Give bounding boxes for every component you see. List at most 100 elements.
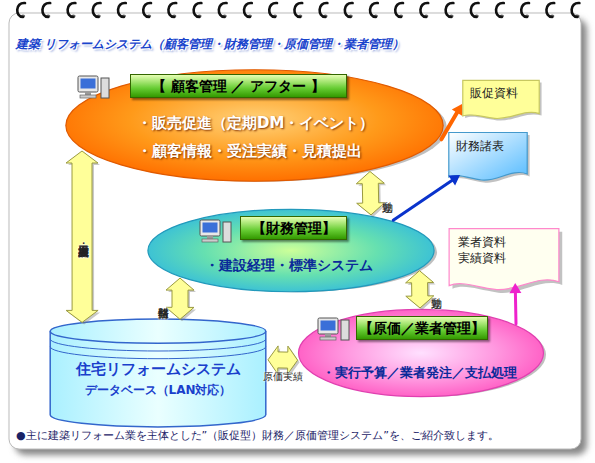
ring-wire (244, 3, 252, 17)
node-text: ・販売促進（定期DM・イベント） (137, 114, 374, 133)
arrow-shadow (358, 174, 386, 217)
heading-label: 【財務管理】 (240, 216, 347, 240)
computer-icon (318, 318, 349, 340)
ring-wire (17, 3, 25, 17)
ring-wire (471, 3, 479, 17)
document-body (449, 229, 559, 290)
ring-wire (521, 3, 529, 17)
screen (321, 321, 336, 331)
monitor-stand (85, 92, 91, 95)
node-text: ・顧客情報・受注実績・見積提出 (137, 142, 362, 161)
monitor (200, 220, 220, 236)
arrow-shadow (168, 280, 196, 321)
ring-wire (194, 3, 202, 17)
keyboard (320, 337, 336, 340)
node-text: データベース（LAN対応） (48, 382, 268, 399)
node-text: 販促資料 (470, 85, 518, 102)
heading-label: 【原価／業者管理】 (356, 316, 488, 340)
ring-wire (168, 3, 176, 17)
cost-ellipse: 【原価／業者管理】・実行予算／業者発注／支払処理 (296, 308, 546, 398)
ring-wire (446, 3, 454, 17)
ring-wire (42, 3, 50, 17)
finance-ellipse: 【財務管理】・建設経理・標準システム (145, 208, 437, 293)
frame-page (9, 13, 581, 449)
ring-wire (143, 3, 151, 17)
connector-label: 原価実績 (263, 370, 303, 384)
computer-icon (78, 76, 109, 98)
ring-wire (269, 3, 277, 17)
node-text: 財務諸表 (456, 138, 504, 155)
block-arrow (268, 346, 300, 376)
flow-arrow (509, 283, 521, 324)
document-shape: 財務諸表 (448, 132, 528, 182)
document-body (463, 80, 539, 118)
node-text: ・実行予算／業者発注／支払処理 (322, 364, 517, 382)
monitor (78, 76, 98, 92)
node-text: 業者資料 実績資料 (458, 234, 514, 266)
ellipse-body (148, 209, 434, 291)
ring-wire (370, 3, 378, 17)
ring-wire (572, 3, 580, 17)
block-arrow (66, 151, 100, 324)
diagram-title: 建築 リフォームシステム（顧客管理・財務管理・原価管理・業者管理） (16, 36, 404, 53)
document-shape: 販促資料 (462, 80, 540, 120)
node-text: 住宅リフォームシステム (48, 360, 268, 379)
arrow-head (452, 104, 462, 116)
monitor-stand (207, 236, 213, 239)
ring-wire (294, 3, 302, 17)
ring-wire (93, 3, 101, 17)
arrow-line (441, 111, 458, 139)
arrow-line (393, 179, 453, 220)
ring-wire (546, 3, 554, 17)
document-shape: 業者資料 実績資料 (448, 228, 560, 292)
monitor (318, 318, 338, 334)
monitor-stand (325, 334, 331, 337)
arrow-shadow (408, 273, 436, 310)
tower (223, 222, 231, 242)
ring-wire (496, 3, 504, 17)
node-text: ・建設経理・標準システム (205, 257, 373, 275)
keyboard (80, 95, 96, 98)
arrow-body (166, 278, 194, 319)
ring-wire (118, 3, 126, 17)
cylinder-band (50, 339, 266, 351)
arrow-line (514, 291, 518, 324)
flow-arrow (393, 175, 460, 220)
cylinder-rim (50, 331, 266, 343)
arrow-head (509, 283, 521, 293)
block-arrow (406, 271, 436, 310)
tower (341, 320, 349, 340)
ring-wire (219, 3, 227, 17)
ring-wire (68, 3, 76, 17)
ellipse-body (66, 70, 443, 182)
ring-wire (395, 3, 403, 17)
block-arrow (166, 278, 196, 321)
arrow-shadow (68, 153, 100, 324)
database-cylinder: 住宅リフォームシステムデータベース（LAN対応） (48, 318, 268, 428)
arrow-body (268, 346, 298, 374)
screen (203, 223, 218, 233)
ellipse-body (299, 309, 544, 396)
tower (101, 78, 109, 98)
screen (81, 79, 96, 89)
arrow-head (448, 175, 460, 186)
arrow-shadow (270, 348, 300, 376)
cylinder-band (50, 347, 266, 359)
block-arrow (356, 172, 386, 217)
arrow-body (356, 172, 384, 215)
heading-label: 【 顧客管理 ／ アフター 】 (130, 74, 347, 98)
document-body (449, 133, 527, 181)
ring-wire (420, 3, 428, 17)
diagram-caption: ●主に建築リフォーム業を主体とした”（販促型）財務／原価管理システム”を、ご紹介… (16, 428, 499, 443)
arrow-body (406, 271, 434, 308)
keyboard (202, 239, 218, 242)
computer-icon (200, 220, 231, 242)
spiral-rings (17, 3, 579, 18)
ring-wire (345, 3, 353, 17)
flow-arrow (441, 104, 462, 139)
